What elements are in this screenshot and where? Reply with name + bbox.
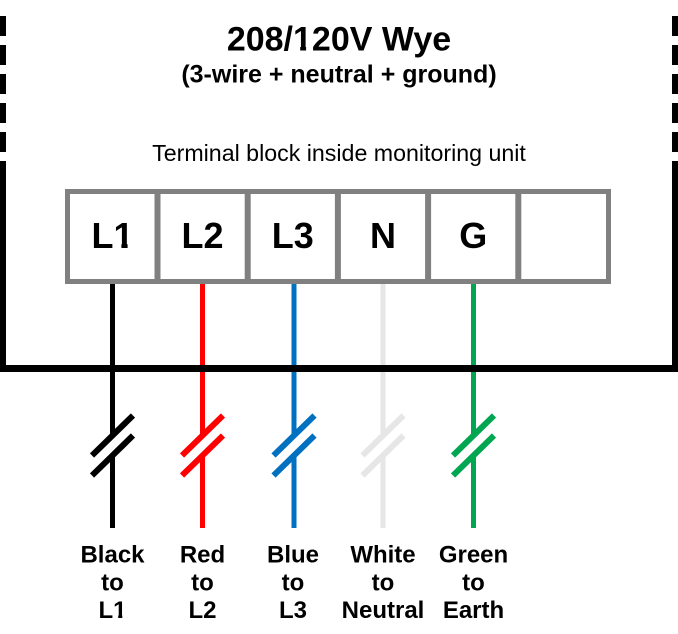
svg-text:to: to — [191, 570, 214, 597]
svg-text:to: to — [372, 570, 395, 597]
svg-text:Terminal block inside monitori: Terminal block inside monitoring unit — [152, 140, 526, 166]
svg-text:L2: L2 — [181, 215, 223, 256]
svg-text:Red: Red — [180, 542, 225, 569]
svg-text:Neutral: Neutral — [342, 597, 425, 624]
svg-text:Green: Green — [439, 542, 508, 569]
svg-text:Earth: Earth — [443, 597, 504, 624]
svg-text:to: to — [282, 570, 305, 597]
svg-text:L1: L1 — [91, 215, 133, 256]
svg-text:G: G — [459, 215, 487, 256]
svg-text:208/120V Wye: 208/120V Wye — [227, 21, 451, 59]
svg-text:L3: L3 — [272, 215, 314, 256]
svg-text:to: to — [101, 570, 124, 597]
svg-text:Blue: Blue — [267, 542, 319, 569]
svg-text:L3: L3 — [279, 597, 307, 624]
svg-text:Black: Black — [80, 542, 145, 569]
svg-text:White: White — [350, 542, 415, 569]
svg-text:to: to — [462, 570, 485, 597]
svg-text:N: N — [370, 215, 396, 256]
svg-text:L1: L1 — [98, 597, 126, 624]
svg-text:(3-wire + neutral + ground): (3-wire + neutral + ground) — [181, 61, 496, 89]
svg-text:L2: L2 — [188, 597, 216, 624]
